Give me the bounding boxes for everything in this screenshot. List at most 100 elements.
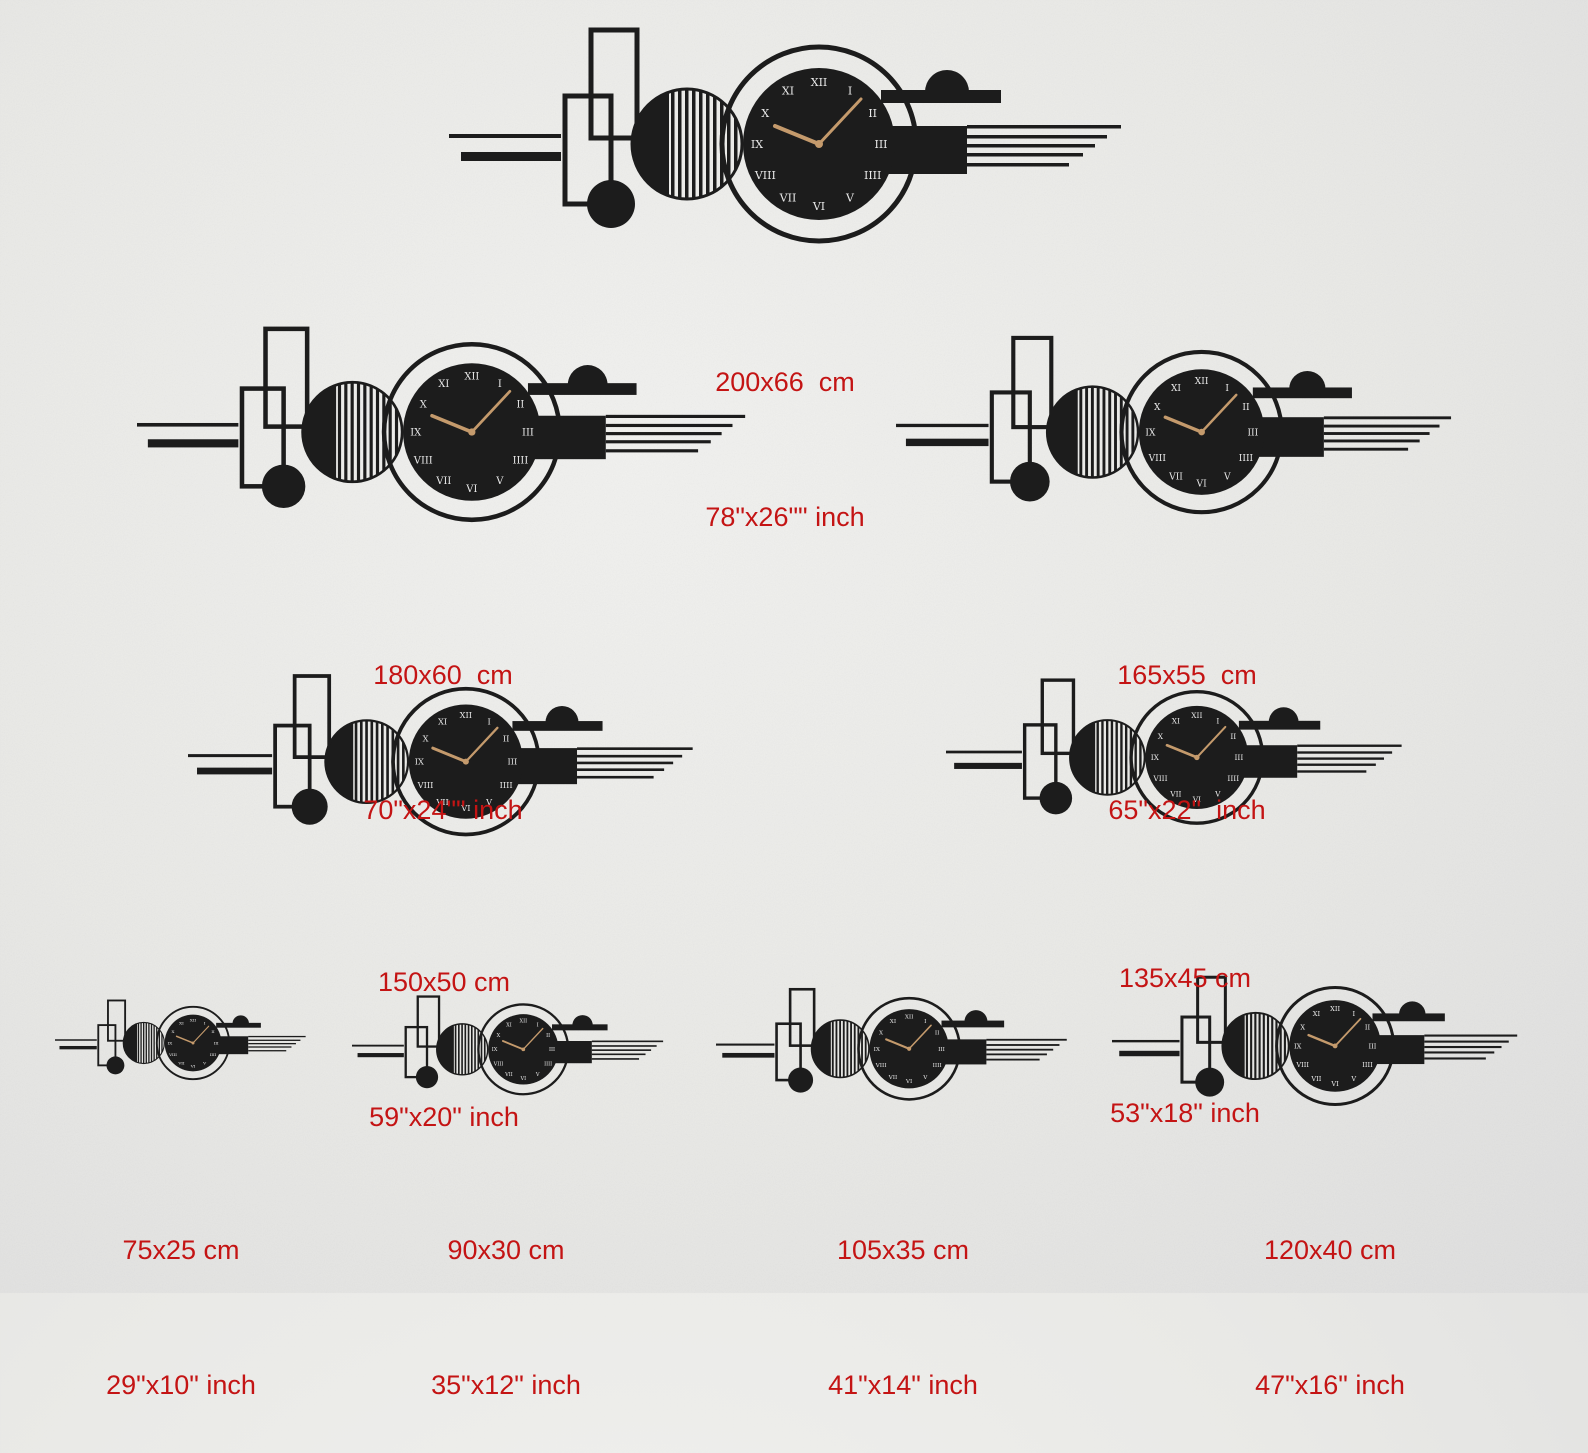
svg-text:IX: IX [492,1047,498,1053]
svg-text:XII: XII [464,372,479,383]
svg-text:X: X [1158,732,1164,741]
size-inch: 70"x24"" inch [363,795,523,825]
svg-text:III: III [214,1040,219,1045]
svg-text:I: I [848,84,852,97]
svg-text:IIII: IIII [1362,1061,1373,1069]
size-cm: 105x35 cm [836,1235,970,1265]
size-inch: 29"x10" inch [106,1370,256,1400]
size-label-90x30: 90x30 cm 35"x12" inch [431,1138,581,1453]
svg-text:IIII: IIII [500,780,513,790]
size-inch: 65"x22" inch [1108,795,1266,825]
svg-text:XI: XI [506,1022,512,1028]
svg-text:III: III [938,1047,945,1053]
svg-text:VIII: VIII [1295,1061,1309,1069]
svg-text:VII: VII [504,1072,513,1078]
svg-text:II: II [1365,1024,1371,1032]
svg-text:II: II [935,1031,940,1037]
svg-text:I: I [204,1020,206,1025]
svg-text:XI: XI [1172,717,1180,726]
svg-text:VIII: VIII [168,1052,177,1057]
svg-text:X: X [1154,403,1161,413]
svg-text:II: II [868,107,877,120]
svg-text:XI: XI [1171,384,1181,394]
size-label-75x25: 75x25 cm 29"x10" inch [106,1138,256,1453]
svg-text:II: II [1242,403,1250,413]
svg-text:XII: XII [1191,711,1202,720]
svg-text:VII: VII [779,192,797,205]
svg-text:IIII: IIII [933,1063,942,1069]
svg-text:X: X [1300,1024,1305,1032]
svg-text:X: X [172,1029,175,1034]
svg-text:III: III [522,428,534,439]
svg-text:IX: IX [1151,753,1160,762]
svg-text:VI: VI [1196,480,1208,490]
svg-text:VI: VI [905,1079,912,1085]
svg-text:II: II [546,1033,550,1039]
svg-text:IIII: IIII [1239,454,1254,464]
svg-text:X: X [497,1033,501,1039]
size-cm: 150x50 cm [377,967,511,997]
svg-text:IX: IX [1145,428,1156,438]
svg-text:X: X [423,733,429,743]
size-inch: 35"x12" inch [431,1370,581,1400]
svg-text:III: III [874,138,887,151]
svg-text:XI: XI [782,84,794,97]
svg-text:III: III [1369,1042,1377,1050]
svg-text:V: V [485,797,493,807]
svg-text:I: I [924,1019,926,1025]
size-cm: 165x55 cm [1117,660,1257,690]
svg-text:VI: VI [190,1064,196,1069]
size-cm: 180x60 cm [373,660,513,690]
size-cm: 135x45 cm [1118,963,1252,993]
svg-text:III: III [508,757,518,767]
svg-text:XI: XI [438,379,449,390]
svg-text:IIII: IIII [513,456,529,467]
svg-text:II: II [517,400,525,411]
svg-text:II: II [503,733,510,743]
size-inch: 41"x14" inch [828,1370,978,1400]
svg-text:XI: XI [890,1019,896,1025]
svg-text:VI: VI [465,484,477,495]
svg-text:VII: VII [888,1075,898,1081]
svg-text:XII: XII [1195,377,1209,387]
svg-text:IIII: IIII [1227,774,1239,783]
svg-text:III: III [549,1047,555,1053]
svg-text:VII: VII [1310,1075,1321,1083]
svg-text:III: III [1234,753,1243,762]
svg-text:VI: VI [1192,795,1201,804]
svg-text:VI: VI [460,803,470,813]
svg-text:III: III [1247,428,1258,438]
size-inch: 53"x18" inch [1110,1098,1260,1128]
svg-text:XII: XII [811,76,828,89]
size-cm: 75x25 cm [122,1235,240,1265]
size-inch: 78"x26"" inch [705,502,865,532]
svg-text:XII: XII [1330,1005,1340,1013]
svg-text:VIII: VIII [417,780,434,790]
size-label-200x66: 200x66 cm 78"x26"" inch [705,270,864,585]
svg-text:V: V [495,476,504,487]
svg-text:VII: VII [435,476,451,487]
svg-text:VIII: VIII [493,1062,504,1068]
svg-text:IX: IX [415,757,424,767]
size-inch: 47"x16" inch [1255,1370,1405,1400]
svg-text:IX: IX [874,1047,881,1053]
svg-text:IIII: IIII [210,1052,217,1057]
svg-text:I: I [498,379,502,390]
svg-text:I: I [488,716,491,726]
size-label-150x50: 150x50 cm 59"x20" inch [369,870,519,1185]
svg-text:IX: IX [410,428,422,439]
svg-text:VIII: VIII [1152,774,1167,783]
svg-text:VIII: VIII [754,169,776,182]
size-label-105x35: 105x35 cm 41"x14" inch [828,1138,978,1453]
svg-text:XII: XII [190,1017,197,1022]
svg-text:XI: XI [179,1020,184,1025]
size-cm: 90x30 cm [447,1235,565,1265]
svg-text:I: I [1225,384,1229,394]
svg-text:X: X [879,1031,884,1037]
svg-text:VI: VI [812,200,825,213]
